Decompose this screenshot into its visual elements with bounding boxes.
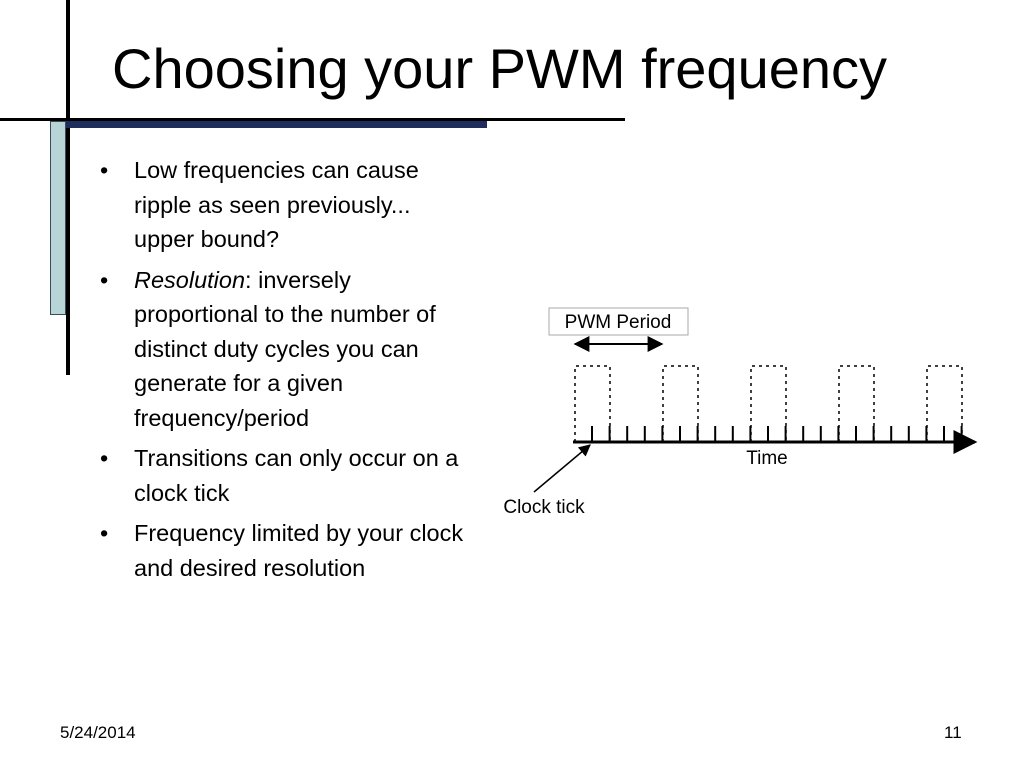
period-label: PWM Period bbox=[565, 312, 672, 333]
bullet-item: • Transitions can only occur on a clock … bbox=[96, 441, 474, 510]
bullet-glyph: • bbox=[100, 157, 109, 183]
bullet-emphasis: Resolution bbox=[134, 266, 246, 293]
clock-tick-pointer bbox=[533, 444, 591, 493]
time-axis-label: Time bbox=[746, 448, 788, 469]
slide-title: Choosing your PWM frequency bbox=[112, 37, 888, 100]
bullet-text: Frequency limited by your clock and desi… bbox=[134, 520, 464, 581]
bullet-text: Transitions can only occur on a clock ti… bbox=[134, 445, 459, 506]
bullet-item: • Frequency limited by your clock and de… bbox=[96, 516, 474, 585]
navy-accent-bar bbox=[66, 121, 487, 128]
bullet-glyph: • bbox=[100, 520, 109, 546]
clock-tick-label: Clock tick bbox=[503, 497, 585, 518]
vertical-accent-line bbox=[66, 0, 70, 375]
bullet-glyph: • bbox=[100, 445, 109, 471]
bullet-list: • Low frequencies can cause ripple as se… bbox=[96, 153, 474, 591]
pwm-timing-diagram: PWM Period Time Clock tick bbox=[503, 307, 978, 518]
clock-ticks bbox=[591, 426, 963, 442]
bullet-text: : inversely proportional to the number o… bbox=[134, 266, 436, 431]
period-label-box bbox=[548, 307, 689, 336]
pwm-pulse bbox=[662, 365, 699, 442]
pwm-pulse bbox=[838, 365, 875, 442]
pwm-pulse bbox=[574, 365, 611, 442]
horizontal-accent-line bbox=[0, 118, 625, 121]
bullet-text: Low frequencies can cause ripple as seen… bbox=[134, 157, 419, 252]
teal-accent-bar bbox=[50, 121, 66, 315]
bullet-item: • Low frequencies can cause ripple as se… bbox=[96, 153, 474, 257]
bullet-item: • Resolution: inversely proportional to … bbox=[96, 263, 474, 436]
pwm-pulse bbox=[926, 365, 963, 442]
page-number: 11 bbox=[944, 723, 962, 742]
footer-date: 5/24/2014 bbox=[60, 723, 136, 742]
pwm-pulse bbox=[750, 365, 787, 442]
pwm-pulses bbox=[574, 365, 963, 442]
bullet-glyph: • bbox=[100, 266, 109, 293]
